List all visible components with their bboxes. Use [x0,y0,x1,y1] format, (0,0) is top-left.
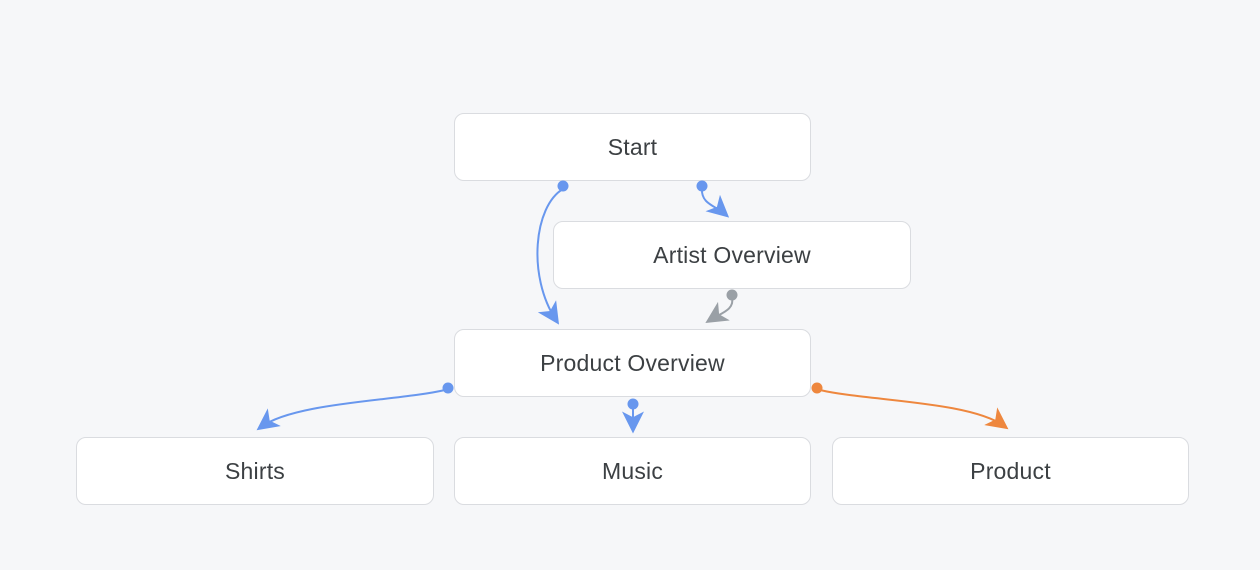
node-product-overview-label: Product Overview [540,349,725,376]
edge-product-overview-to-music-dot [627,398,639,410]
node-music[interactable]: Music [454,437,811,505]
node-product-overview[interactable]: Product Overview [454,329,811,397]
node-shirts[interactable]: Shirts [76,437,434,505]
node-product[interactable]: Product [832,437,1189,505]
edge-product-overview-to-product [819,389,1009,430]
node-artist-overview-label: Artist Overview [653,241,811,268]
node-artist-overview[interactable]: Artist Overview [553,221,911,289]
edge-start-to-product-overview-dot [557,180,569,192]
edge-artist-overview-to-product-overview [705,296,734,323]
edge-product-overview-to-shirts-dot [442,382,454,394]
node-music-label: Music [601,457,664,484]
node-shirts-label: Shirts [225,457,285,484]
edge-start-to-artist-overview [700,188,730,218]
node-start[interactable]: Start [454,113,811,181]
node-start-label: Start [607,133,658,160]
edge-start-to-artist-overview-dot [696,180,708,192]
node-product-label: Product [970,457,1051,484]
edge-artist-overview-to-product-overview-dot [726,289,738,301]
edge-product-overview-to-product-dot [811,382,823,394]
edge-product-overview-to-shirts [256,389,446,431]
